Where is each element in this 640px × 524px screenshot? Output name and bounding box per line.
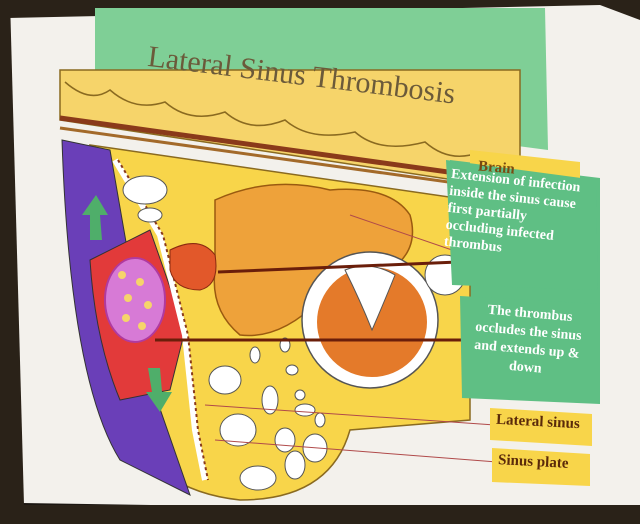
- sinus-plate-label: Sinus plate: [498, 452, 569, 473]
- thrombus-occlusion-text: The thrombus occludes the sinus and exte…: [462, 300, 594, 383]
- infection-mass: [170, 244, 216, 290]
- infection-extension-text: Extension of infection inside the sinus …: [443, 166, 591, 265]
- thrombus: [105, 258, 165, 342]
